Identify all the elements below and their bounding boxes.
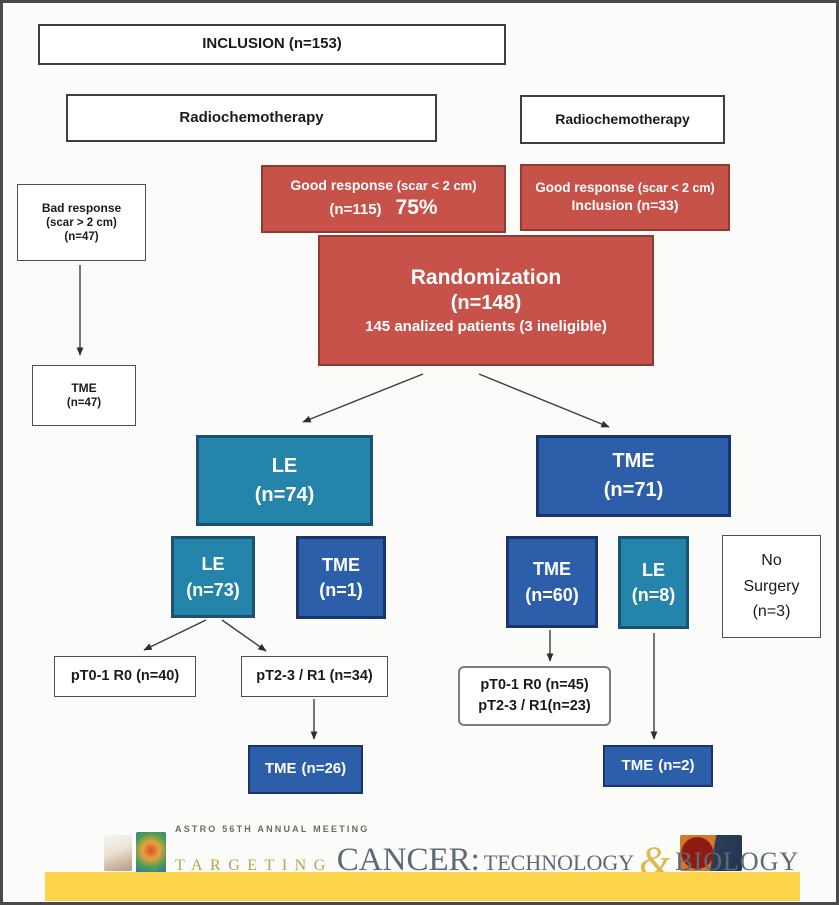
bad-response-title: Bad response <box>41 200 122 215</box>
tme-71-box: TME (n=71) <box>536 435 731 517</box>
tme-26-title: TME <box>264 760 297 778</box>
tme-1-n: (n=1) <box>319 580 363 600</box>
good-response-right-title: Good response <box>535 180 635 196</box>
le-8-n: (n=8) <box>631 585 676 605</box>
good-response-left-line2: (n=115) 75% <box>329 195 437 221</box>
pt01-r0-n40-box: pT0-1 R0 (n=40) <box>54 656 196 697</box>
no-surgery-line1: No <box>761 552 782 570</box>
good-response-left-n: (n=115) <box>329 200 382 218</box>
pt-combined-line2: pT2-3 / R1(n=23) <box>478 698 591 714</box>
meeting-title: ASTRO 56TH ANNUAL MEETING <box>175 824 370 834</box>
inclusion-label: INCLUSION (n=153) <box>202 35 342 53</box>
tme-1-title: TME <box>322 554 360 575</box>
tme-60-n: (n=60) <box>525 584 579 605</box>
good-response-left-criteria: (scar < 2 cm) <box>396 178 477 194</box>
tme-2-n: (n=2) <box>658 756 695 774</box>
bad-response-criteria: (scar > 2 cm) <box>46 216 117 229</box>
good-response-right-line1: Good response (scar < 2 cm) <box>535 180 714 197</box>
cell-microscopy-thumbnail <box>680 835 742 871</box>
no-surgery-n: (n=3) <box>752 603 791 621</box>
inclusion-box: INCLUSION (n=153) <box>38 24 506 65</box>
arrow-randomization-to-tme71 <box>478 373 610 428</box>
tme-47-n: (n=47) <box>66 396 102 409</box>
radiochemotherapy-left-label: Radiochemotherapy <box>179 108 324 126</box>
arrow-randomization-to-le74 <box>302 373 424 423</box>
le-74-box: LE (n=74) <box>196 435 373 526</box>
conference-logo: TARGETING CANCER: TECHNOLOGY & BIOLOGY <box>175 833 799 883</box>
le-73-box: LE (n=73) <box>171 536 255 618</box>
no-surgery-line2: Surgery <box>743 577 800 595</box>
pt23-r1-n34-label: pT2-3 / R1 (n=34) <box>256 668 373 685</box>
pt01-r0-n40-label: pT0-1 R0 (n=40) <box>70 668 180 685</box>
scan-heatmap-thumbnail <box>136 832 166 873</box>
doctor-photo-thumbnail <box>104 835 132 871</box>
bad-response-n: (n=47) <box>64 231 99 243</box>
radiochemotherapy-left-box: Radiochemotherapy <box>66 94 437 142</box>
radiochemotherapy-right-label: Radiochemotherapy <box>555 110 690 127</box>
tme-60-box: TME (n=60) <box>506 536 598 628</box>
logo-technology-text: TECHNOLOGY <box>483 850 635 875</box>
logo-targeting-text: TARGETING <box>175 857 333 874</box>
le-8-title: LE <box>641 559 665 580</box>
tme-26-box: TME (n=26) <box>248 745 363 794</box>
bad-response-box: Bad response (scar > 2 cm) (n=47) <box>17 184 146 261</box>
le-74-n: (n=74) <box>254 483 315 506</box>
good-response-left-percent: 75% <box>395 195 438 219</box>
footer-yellow-bar <box>45 872 800 901</box>
good-response-right-criteria: (scar < 2 cm) <box>637 181 715 196</box>
le-73-title: LE <box>201 554 225 574</box>
tme-1-box: TME (n=1) <box>296 536 386 619</box>
arrow-le73-to-pt40 <box>143 619 207 651</box>
good-response-right-box: Good response (scar < 2 cm) Inclusion (n… <box>520 164 730 231</box>
no-surgery-box: No Surgery (n=3) <box>722 535 821 638</box>
arrow-le73-to-pt34 <box>221 619 267 652</box>
pt-combined-box: pT0-1 R0 (n=45) pT2-3 / R1(n=23) <box>458 666 611 726</box>
tme-47-box: TME (n=47) <box>32 365 136 426</box>
le-8-box: LE (n=8) <box>618 536 689 629</box>
good-response-right-inclusion: Inclusion (n=33) <box>571 197 679 214</box>
tme-2-title: TME <box>621 756 654 774</box>
radiochemotherapy-right-box: Radiochemotherapy <box>520 95 725 144</box>
randomization-box: Randomization (n=148) 145 analized patie… <box>318 235 654 366</box>
randomization-n: (n=148) <box>450 291 522 314</box>
tme-26-n: (n=26) <box>301 760 347 778</box>
tme-60-title: TME <box>533 559 571 579</box>
randomization-note: 145 analized patients (3 ineligible) <box>365 317 607 335</box>
tme-47-title: TME <box>71 380 97 395</box>
le-74-title: LE <box>271 454 298 477</box>
good-response-left-line1: Good response (scar < 2 cm) <box>290 177 476 195</box>
pt-combined-line1: pT0-1 R0 (n=45) <box>480 676 589 693</box>
randomization-title: Randomization <box>410 265 562 289</box>
le-73-n: (n=73) <box>186 579 240 600</box>
tme-71-title: TME <box>612 450 655 472</box>
good-response-left-box: Good response (scar < 2 cm) (n=115) 75% <box>261 165 506 233</box>
tme-2-box: TME (n=2) <box>603 745 713 787</box>
pt23-r1-n34-box: pT2-3 / R1 (n=34) <box>241 656 388 697</box>
logo-biology-text: BIOLOGY <box>675 847 800 876</box>
tme-71-n: (n=71) <box>603 479 664 501</box>
good-response-left-title: Good response <box>290 177 394 194</box>
conference-logo-band: ASTRO 56TH ANNUAL MEETING TARGETING CANC… <box>3 813 836 902</box>
